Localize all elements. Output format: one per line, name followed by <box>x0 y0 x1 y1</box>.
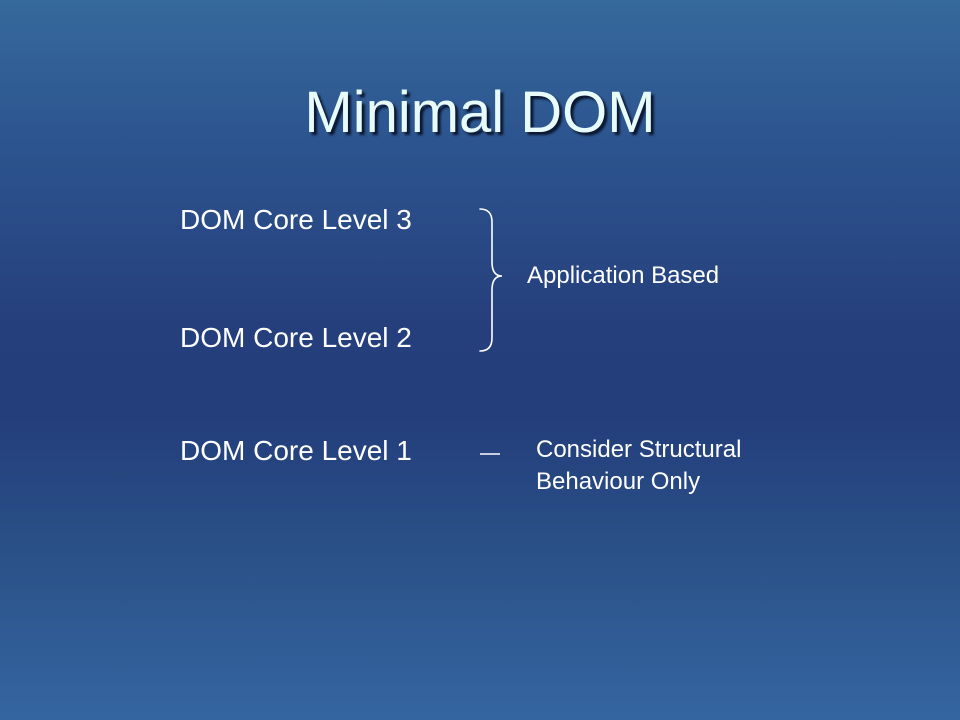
structural-behaviour-note: Consider Structural Behaviour Only <box>536 434 741 498</box>
application-based-note: Application Based <box>527 262 720 289</box>
dom-core-level-3-label: DOM Core Level 3 <box>180 204 412 235</box>
connector-dash-icon <box>480 453 500 455</box>
slide-title: Minimal DOM <box>304 80 656 145</box>
dom-core-level-1-label: DOM Core Level 1 <box>180 435 412 466</box>
structural-note-line-2: Behaviour Only <box>536 468 701 495</box>
right-brace-icon <box>479 208 503 352</box>
dom-core-level-2-label: DOM Core Level 2 <box>180 322 412 353</box>
structural-note-line-1: Consider Structural <box>536 436 742 463</box>
